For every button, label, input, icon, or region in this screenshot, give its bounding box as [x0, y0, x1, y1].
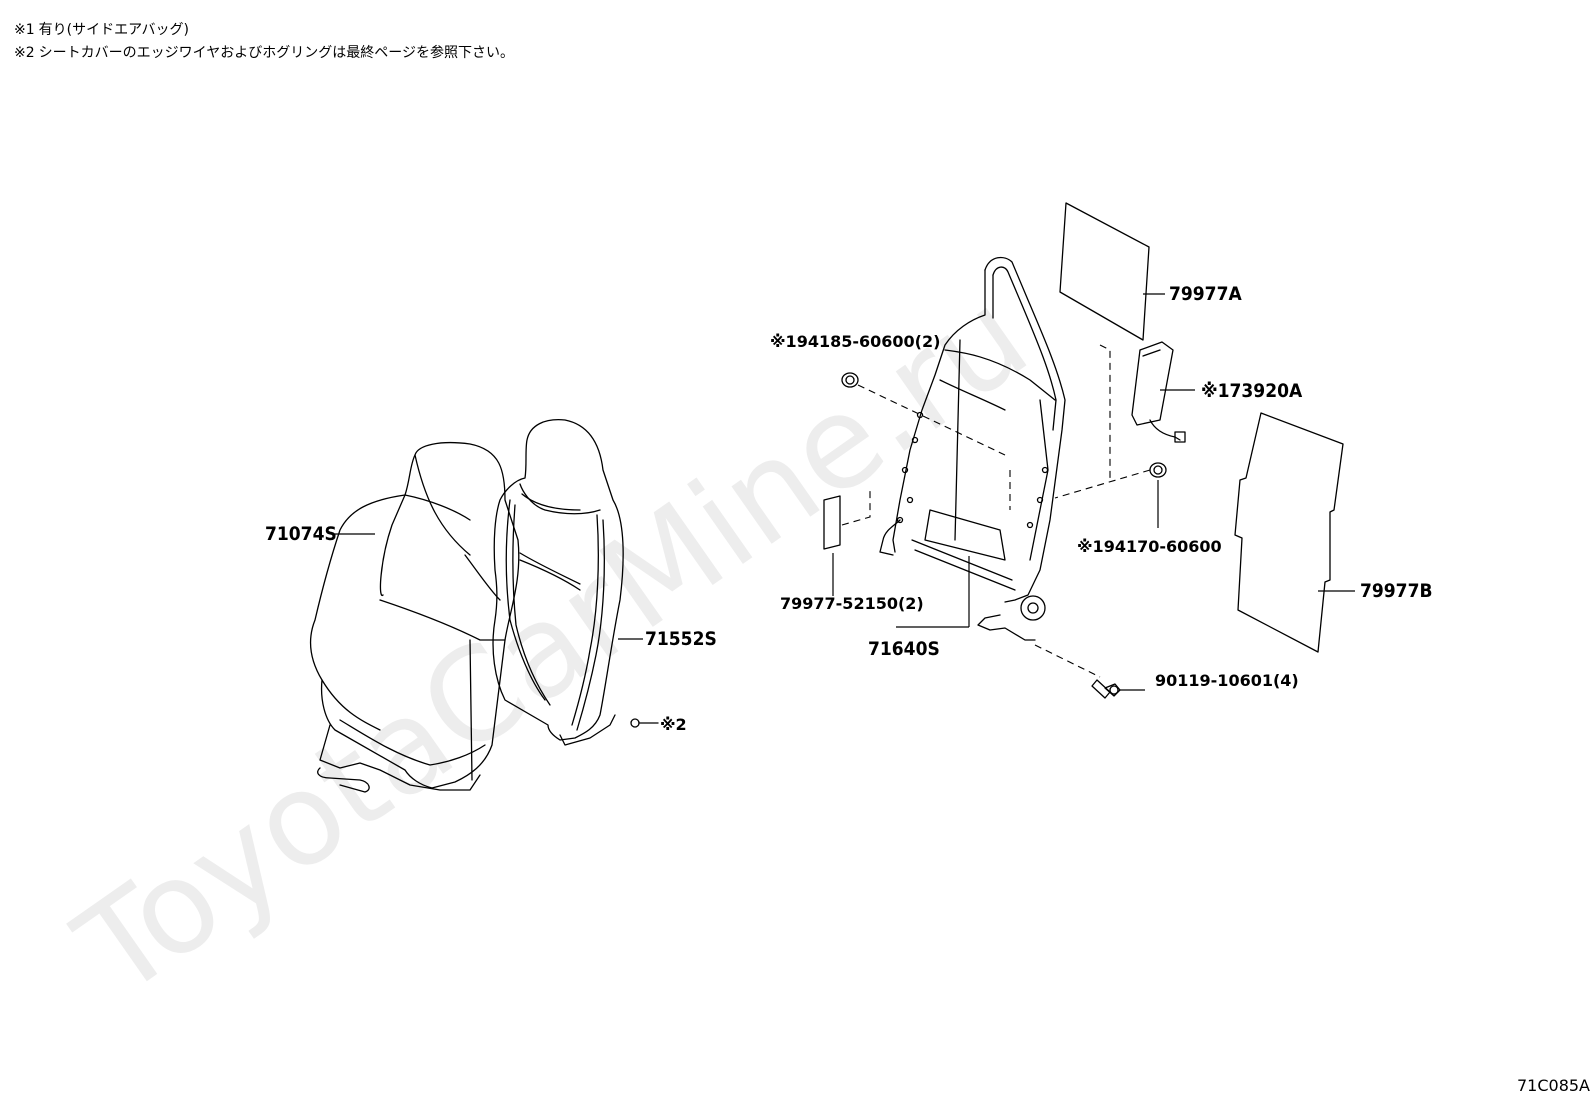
clip-upper-icon [841, 372, 859, 388]
board-back-drawing [1234, 412, 1344, 653]
seat-pad-drawing [492, 419, 624, 746]
label-seat-cover: 71074S [265, 523, 337, 545]
label-bolt: 90119-10601(4) [1155, 671, 1299, 690]
note-1-mark: ※1 [14, 22, 35, 38]
label-frame: 71640S [868, 638, 940, 660]
hog-ring-icon [630, 718, 640, 728]
figure-code: 71C085A [1516, 1076, 1590, 1095]
label-hog-ring-ref: ※2 [660, 715, 687, 734]
airbag-module-drawing [1131, 341, 1186, 443]
label-seat-pad: 71552S [645, 628, 717, 650]
note-2-text: シートカバーのエッジワイヤおよびホグリングは最終ページを参照下さい。 [38, 45, 514, 61]
label-frame-plate: 79977-52150(2) [780, 594, 924, 613]
frame-label-plate [823, 495, 841, 550]
note-2-mark: ※2 [14, 45, 35, 61]
board-upper-drawing [1059, 202, 1150, 341]
label-board-upper: 79977A [1169, 283, 1242, 305]
label-airbag: ※173920A [1201, 380, 1303, 402]
bolt-icon [1091, 679, 1121, 699]
seat-cover-drawing [309, 441, 520, 793]
label-board-back: 79977B [1360, 580, 1433, 602]
label-clip-upper: ※194185-60600(2) [770, 332, 940, 351]
label-clip-lower: ※194170-60600 [1077, 537, 1222, 556]
clip-lower-icon [1149, 462, 1167, 478]
note-1-text: 有り(サイドエアバッグ) [38, 22, 190, 38]
seat-frame-drawing [879, 256, 1066, 641]
